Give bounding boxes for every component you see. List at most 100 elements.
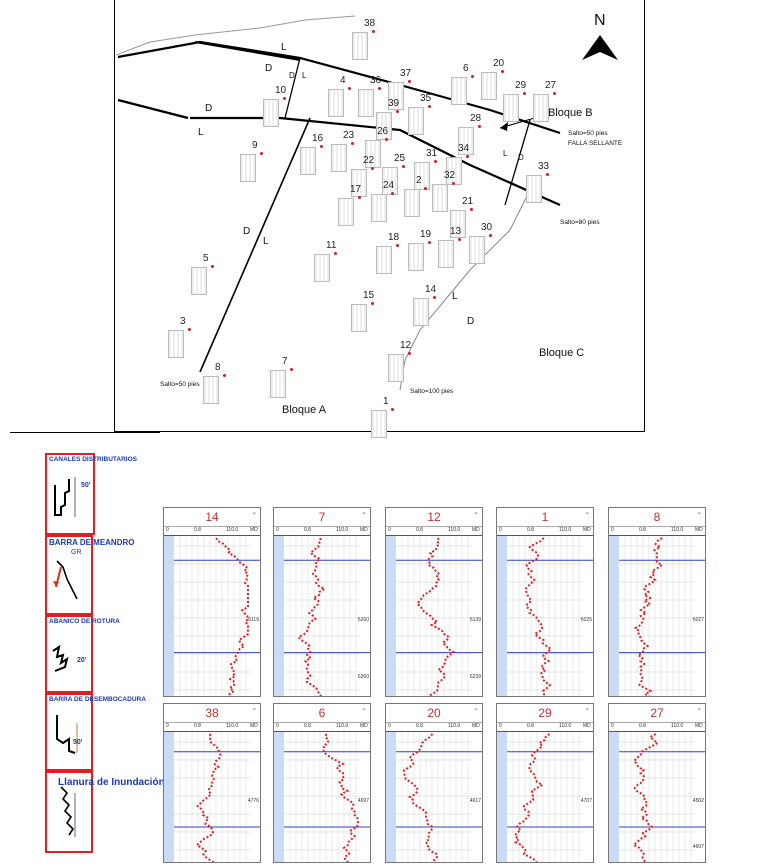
side-label: D [243,226,251,237]
depth-label: 4607 [692,844,704,851]
well-log-thumbnail [438,240,454,268]
side-label: D [518,153,524,162]
well-marker [408,80,411,83]
well-label: 5 [203,253,209,264]
side-label: L [263,236,269,247]
panel-menu-dash: - [585,508,589,519]
fault-b-south [190,116,561,207]
well-log-thumbnail [191,267,207,295]
side-label: D [467,316,475,327]
block-label-b: Bloque B [548,107,593,119]
well-label: 37 [400,68,412,79]
well-log-thumbnail [408,243,424,271]
well-label: 8 [215,362,221,373]
well-label: 28 [470,113,482,124]
legend-meandro: BARRA DE MEANDRO GR [45,535,134,615]
well-log-thumbnail [469,236,485,264]
well-log-thumbnail [270,370,286,398]
log-scale-tick: 0 [611,723,614,729]
well-log-thumbnail [376,112,392,140]
legend-thickness: 20' [77,657,87,664]
well-marker [260,152,263,155]
well-marker [378,87,381,90]
well-label: 35 [420,93,432,104]
well-log-name: 12 [427,510,441,524]
depth-label: 4697 [357,798,369,804]
well-log-thumbnail [376,246,392,274]
well-marker [320,145,323,148]
log-scale-tick: 0 [611,527,614,533]
panel-menu-dash: - [362,508,366,519]
well-log-thumbnail [388,354,404,382]
well-marker [211,265,214,268]
well-marker [470,208,473,211]
well-label: 1 [383,396,389,407]
log-scale-tick: 0 [276,527,279,533]
well-log-thumbnail [382,167,398,195]
side-label: L [503,149,508,158]
well-marker [351,142,354,145]
gr-log-curve [497,732,593,862]
legend-curve-canales [54,477,76,517]
well-marker [458,238,461,241]
depth-label: 4707 [580,798,592,804]
log-scale-tick: 0.8 [194,527,201,533]
well-label: 2 [416,175,422,186]
well-marker [428,105,431,108]
log-scale-tick: MD [360,527,368,533]
well-marker [396,110,399,113]
well-log-thumbnail [371,194,387,222]
north-label: N [594,12,606,29]
legend-thickness: 50' [73,739,83,746]
well-label: 32 [444,170,456,181]
log-scale-tick: 0 [166,723,169,729]
block-label-a: Bloque A [282,404,327,416]
log-scale-tick: 110.0 [448,527,461,533]
well-log-thumbnail [300,147,316,175]
well-marker [348,87,351,90]
side-label: D [205,103,213,114]
well-label: 13 [450,226,462,237]
well-log-thumbnail [358,89,374,117]
depth-label: 4776 [247,798,259,804]
log-scale-tick: MD [472,723,480,729]
well-log-thumbnail [263,99,279,127]
well-label: 3 [180,316,186,327]
well-marker [553,92,556,95]
gr-log-curve [386,536,482,696]
well-log-name: 8 [653,510,661,524]
well-label: 30 [481,222,493,233]
panel-menu-dash: - [362,704,366,715]
gr-log-curve [609,732,705,862]
log-scale-tick: MD [695,527,703,533]
well-marker [396,244,399,247]
depth-label: 6360 [357,673,369,680]
log-scale-tick: 110.0 [559,527,572,533]
gr-log-curve [164,732,260,862]
boundary-line [115,15,356,56]
well-label: 21 [462,196,474,207]
well-log-thumbnail [352,32,368,60]
well-log-thumbnail [414,162,430,190]
legend-llanura [45,771,93,853]
well-marker [391,408,394,411]
well-log-thumbnail [413,298,429,326]
depth-label: 6119 [248,617,259,623]
depth-label: 4502 [692,798,704,804]
depth-label: 6027 [692,617,704,623]
well-label: 39 [388,98,400,109]
log-scale-tick: 110.0 [336,527,349,533]
gr-log-curve [164,536,260,696]
well-marker [371,302,374,305]
